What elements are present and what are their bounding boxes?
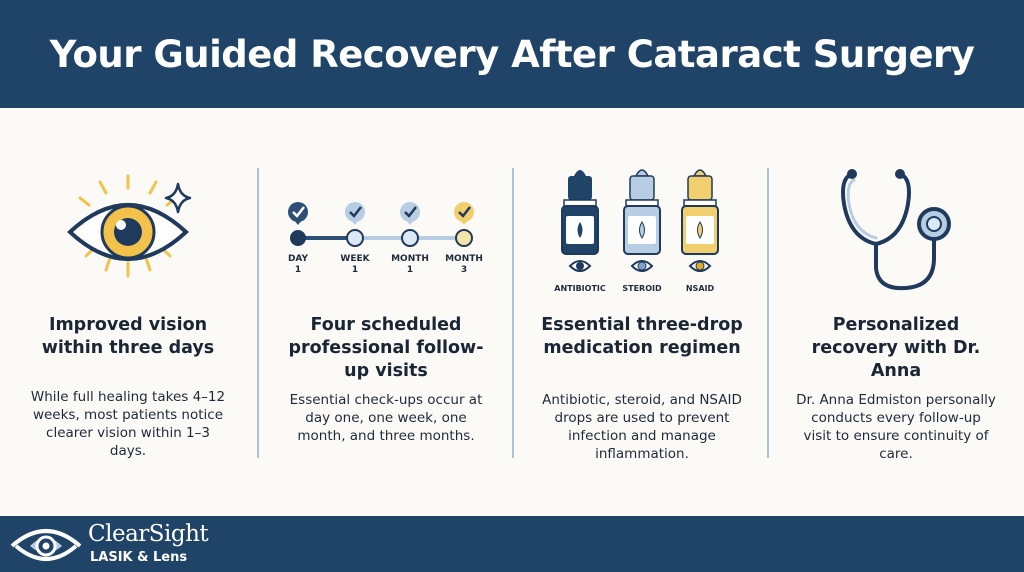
benefit-column-followup: DAY 1 WEEK 1 MONTH 1 MONTH 3 Four schedu… — [258, 108, 514, 516]
timeline-label-top: DAY — [288, 254, 309, 264]
column-divider — [257, 168, 259, 458]
doctor-body: Dr. Anna Edmiston personally conducts ev… — [796, 392, 996, 462]
eye-sparkle-icon — [67, 174, 192, 278]
column-divider — [767, 168, 769, 458]
benefit-column-vision: Improved vision within three days While … — [0, 108, 256, 516]
benefit-column-medication: ANTIBIOTIC STEROID NSAID Essential three… — [514, 108, 770, 516]
timeline-node-day1 — [288, 202, 308, 246]
clearsight-logo[interactable]: ClearSight LASIK & Lens — [8, 520, 228, 568]
timeline-label-bottom: 3 — [461, 265, 467, 275]
followup-heading: Four scheduled professional follow-up vi… — [288, 315, 484, 381]
followup-body: Essential check-ups occur at day one, on… — [289, 392, 483, 444]
vision-heading: Improved vision within three days — [41, 315, 215, 358]
timeline-label-bottom: 1 — [352, 265, 358, 275]
header-banner: Your Guided Recovery After Cataract Surg… — [0, 0, 1024, 108]
column-divider — [512, 168, 514, 458]
vision-body: While full healing takes 4–12 weeks, mos… — [30, 389, 226, 459]
nsaid-bottle-icon — [681, 169, 719, 272]
eye-logo-icon — [10, 529, 82, 561]
timeline-label-bottom: 1 — [407, 265, 413, 275]
timeline-label-bottom: 1 — [295, 265, 301, 275]
timeline-node-week1 — [345, 202, 365, 247]
timeline-icon: DAY 1 WEEK 1 MONTH 1 MONTH 3 — [288, 202, 483, 275]
bottle-label: STEROID — [622, 284, 662, 293]
benefit-column-doctor: Personalized recovery with Dr. Anna Dr. … — [768, 108, 1024, 516]
timeline-label-top: MONTH — [391, 254, 429, 264]
logo-sub-text: LASIK & Lens — [90, 550, 188, 565]
footer-bar: ClearSight LASIK & Lens — [0, 516, 1024, 572]
timeline-node-month3 — [454, 202, 474, 247]
antibiotic-bottle-icon — [561, 170, 599, 272]
eye-drops-icon: ANTIBIOTIC STEROID NSAID — [554, 169, 719, 293]
timeline-node-month1 — [400, 202, 420, 247]
medication-body: Antibiotic, steroid, and NSAID drops are… — [542, 392, 742, 462]
bottle-label: ANTIBIOTIC — [554, 284, 606, 293]
timeline-label-top: MONTH — [445, 254, 483, 264]
bottle-label: NSAID — [686, 284, 715, 293]
page-title: Your Guided Recovery After Cataract Surg… — [49, 32, 975, 76]
logo-main-text: ClearSight — [88, 521, 209, 547]
stethoscope-icon — [841, 169, 951, 291]
medication-heading: Essential three-drop medication regimen — [541, 315, 743, 358]
doctor-heading: Personalized recovery with Dr. Anna — [811, 315, 981, 381]
timeline-label-top: WEEK — [340, 254, 370, 264]
steroid-bottle-icon — [623, 169, 661, 272]
